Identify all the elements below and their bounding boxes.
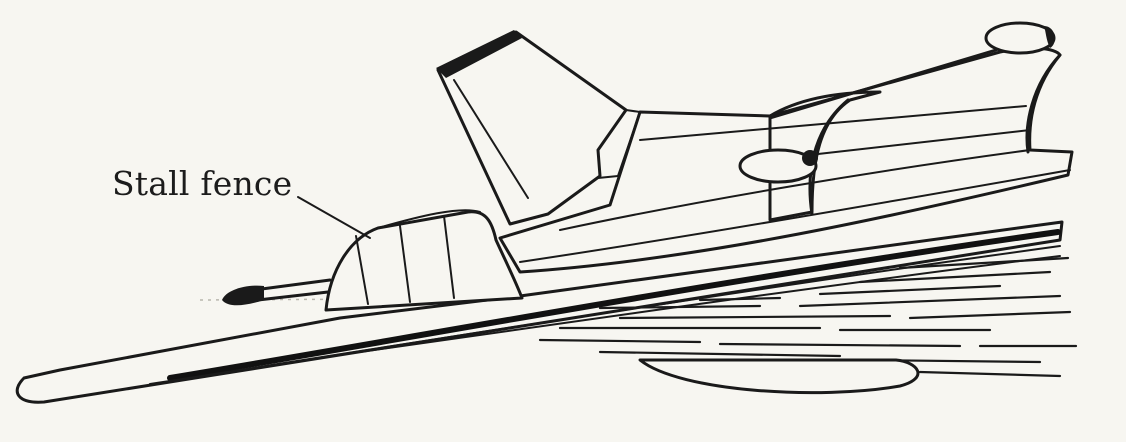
stall-fence-shape [326, 212, 522, 310]
intake-center [802, 150, 818, 166]
belly-tank-shape [640, 360, 918, 393]
speed-line [860, 272, 1050, 282]
speed-line [820, 286, 1000, 294]
wingtip-boom [222, 280, 330, 305]
wingtip-boom-line [254, 280, 330, 290]
speed-line [540, 340, 700, 342]
stall-fence [326, 210, 522, 310]
speed-line [910, 312, 1070, 318]
speed-line [620, 316, 890, 318]
wingtip-boom-line-lower [258, 292, 328, 300]
speed-line [600, 352, 840, 356]
speed-line [920, 372, 1060, 376]
wingtip-boom-tip [222, 286, 264, 306]
pitot-ellipse [986, 23, 1054, 53]
speed-line [700, 298, 780, 300]
speed-line [800, 296, 1060, 306]
speed-line [720, 344, 960, 346]
vertical-tail [436, 30, 640, 224]
belly-tank [640, 360, 918, 393]
stall-fence-label: Stall fence [112, 164, 292, 204]
callout-leader-line [298, 197, 370, 238]
